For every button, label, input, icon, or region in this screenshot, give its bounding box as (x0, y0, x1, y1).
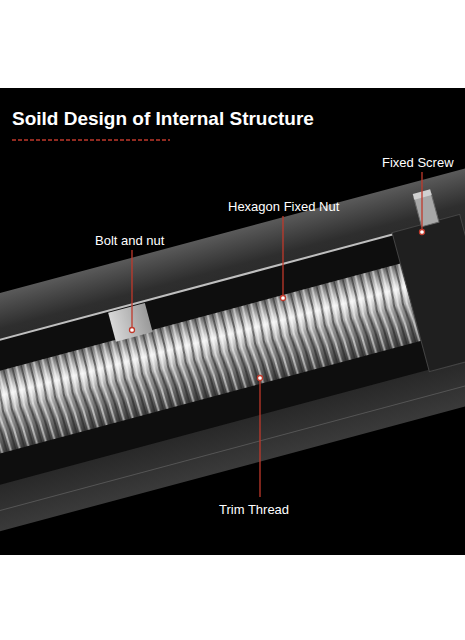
leader-line (259, 378, 260, 497)
leader-lines (130, 172, 425, 497)
leader-dot (258, 376, 263, 381)
title-underline (12, 139, 170, 141)
part-label: Fixed Screw (382, 155, 454, 170)
thread-pattern (0, 262, 426, 474)
part-label: Hexagon Fixed Nut (228, 199, 339, 214)
leader-dot (420, 230, 425, 235)
leader-line (131, 250, 132, 330)
cutaway (0, 228, 453, 503)
hexagon-nut (392, 214, 465, 371)
threaded-rod (0, 262, 426, 474)
bolt-nut-block (108, 303, 152, 342)
part-label: Trim Thread (219, 502, 289, 517)
tube-assembly (0, 154, 465, 547)
title: Soild Design of Internal Structure (12, 108, 314, 130)
leader-dot (130, 328, 135, 333)
leader-dot (281, 296, 286, 301)
leader-line (421, 172, 422, 232)
part-label: Bolt and nut (95, 233, 164, 248)
leader-line (282, 216, 283, 298)
tube-highlight (0, 356, 465, 527)
outer-tube (0, 154, 465, 547)
